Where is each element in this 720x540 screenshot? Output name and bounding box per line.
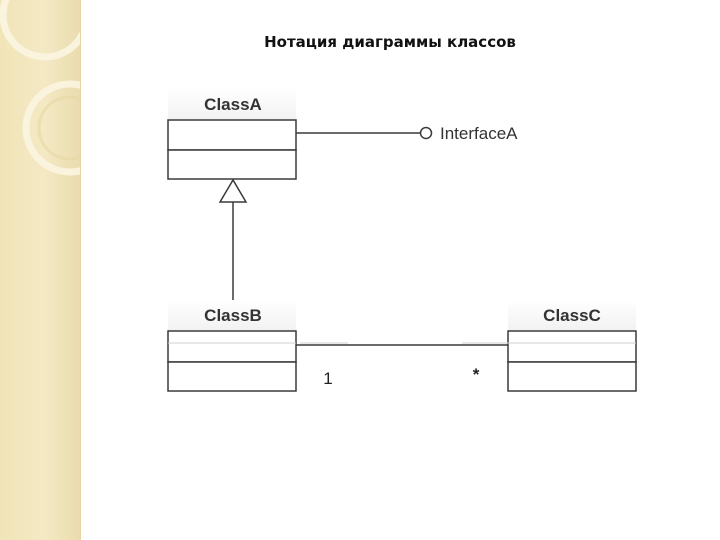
decorative-rings bbox=[0, 0, 80, 176]
decorative-side-band bbox=[0, 0, 81, 540]
class-attributes-classA bbox=[167, 119, 297, 151]
class-attributes-classB bbox=[167, 330, 297, 363]
class-name-classC: ClassC bbox=[543, 306, 601, 325]
multiplicity-right: * bbox=[473, 365, 480, 384]
class-box-classC[interactable]: ClassC bbox=[507, 300, 637, 392]
class-box-classA[interactable]: ClassA bbox=[167, 88, 297, 180]
class-methods-classA bbox=[167, 149, 297, 180]
interface-lollipop: InterfaceA bbox=[296, 124, 518, 143]
class-methods-classB bbox=[167, 361, 297, 392]
class-box-classB[interactable]: ClassB bbox=[167, 300, 297, 392]
interface-circle-icon bbox=[419, 126, 433, 140]
multiplicity-left: 1 bbox=[323, 369, 332, 388]
slide-title: Нотация диаграммы классов bbox=[264, 33, 516, 51]
association-line bbox=[296, 342, 508, 346]
class-attributes-classC bbox=[507, 330, 637, 363]
interface-name: InterfaceA bbox=[440, 124, 518, 143]
triangle-arrowhead-icon bbox=[218, 178, 248, 203]
generalization-arrow bbox=[218, 178, 248, 300]
class-methods-classC bbox=[507, 361, 637, 392]
class-name-classB: ClassB bbox=[204, 306, 262, 325]
class-name-classA: ClassA bbox=[204, 95, 262, 114]
